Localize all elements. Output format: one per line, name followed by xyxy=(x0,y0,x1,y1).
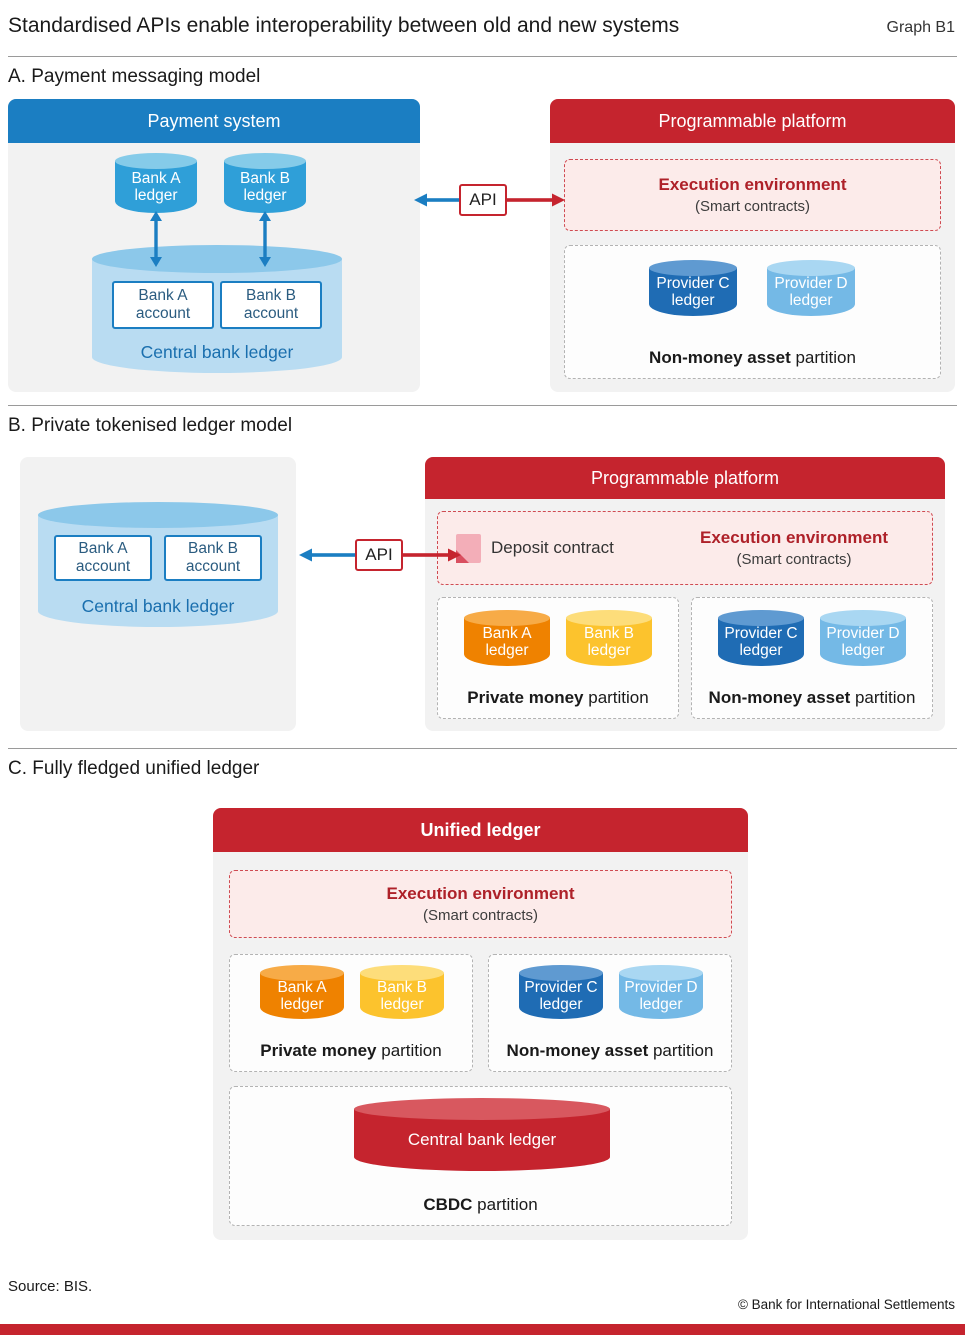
bank-a-ledger-label: Bank A ledger xyxy=(277,978,327,1013)
bank-b-ledger-cylinder: Bank B ledger xyxy=(360,965,444,1019)
api-arrow-right-icon xyxy=(403,548,461,562)
bank-b-ledger-label: Bank B ledger xyxy=(584,624,634,659)
private-money-partition-box: Bank A ledger Bank B ledger Private mone… xyxy=(229,954,473,1072)
smart-contracts-label: (Smart contracts) xyxy=(422,907,539,924)
bank-b-ledger-cylinder: Bank B ledger xyxy=(566,610,652,666)
partition-label: Non-money asset partition xyxy=(489,1041,731,1061)
bank-a-ledger-label: Bank A ledger xyxy=(482,624,532,659)
bank-b-account-box: Bank B account xyxy=(220,281,322,329)
execution-environment-title: Execution environment xyxy=(700,528,888,547)
programmable-platform-panel: Programmable platform Execution environm… xyxy=(550,99,955,392)
partition-label-rest: partition xyxy=(648,1041,714,1060)
api-arrow-left-icon xyxy=(414,193,460,207)
central-bank-ledger-label: Central bank ledger xyxy=(407,1130,557,1150)
partition-label: Non-money asset partition xyxy=(692,688,932,708)
source-note: Source: BIS. xyxy=(8,1278,93,1295)
partition-label: Private money partition xyxy=(438,688,678,708)
bank-a-ledger-cylinder: Bank A ledger xyxy=(260,965,344,1019)
divider xyxy=(8,56,957,57)
non-money-partition-box: Provider C ledger Provider D ledger Non-… xyxy=(691,597,933,719)
partition-label-rest: partition xyxy=(376,1041,442,1060)
smart-contracts-label: (Smart contracts) xyxy=(694,198,811,215)
central-bank-panel: Bank A account Bank B account Central ba… xyxy=(20,457,296,731)
programmable-platform-header: Programmable platform xyxy=(550,99,955,143)
deposit-contract-icon xyxy=(456,533,481,563)
execution-environment-box: Deposit contract Execution environment (… xyxy=(437,511,933,585)
provider-c-ledger-cylinder: Provider C ledger xyxy=(718,610,804,666)
central-bank-ledger-label: Central bank ledger xyxy=(140,342,294,362)
provider-c-ledger-label: Provider C ledger xyxy=(656,274,730,309)
partition-label: Non-money asset partition xyxy=(565,348,940,368)
partition-label: CBDC partition xyxy=(230,1195,731,1215)
programmable-platform-header: Programmable platform xyxy=(425,457,945,499)
execution-environment-title: Execution environment xyxy=(386,884,575,903)
payment-system-panel: Payment system Bank A ledger Bank B ledg… xyxy=(8,99,420,392)
provider-c-ledger-label: Provider C ledger xyxy=(724,624,798,659)
programmable-platform-panel: Programmable platform Deposit contract E… xyxy=(425,457,945,731)
partition-label-bold: Non-money asset xyxy=(506,1041,649,1060)
partition-label-bold: Private money xyxy=(260,1041,377,1060)
smart-contracts-label: (Smart contracts) xyxy=(736,551,852,568)
provider-d-ledger-label: Provider D ledger xyxy=(624,978,698,1013)
bank-a-account-box: Bank A account xyxy=(112,281,214,329)
central-bank-ledger-cylinder: Bank A account Bank B account Central ba… xyxy=(92,245,342,373)
central-bank-ledger-cylinder: Central bank ledger xyxy=(354,1098,610,1171)
bank-b-ledger-label: Bank B ledger xyxy=(240,169,290,204)
partition-label-rest: partition xyxy=(472,1195,538,1214)
section-a-title: A. Payment messaging model xyxy=(8,66,261,87)
deposit-contract-label: Deposit contract xyxy=(491,538,614,557)
payment-system-header: Payment system xyxy=(8,99,420,143)
api-arrow-right-icon xyxy=(507,193,565,207)
partition-label-bold: Private money xyxy=(467,688,584,707)
partition-label-rest: partition xyxy=(583,688,649,707)
execution-environment-title: Execution environment xyxy=(658,175,847,194)
unified-ledger-header: Unified ledger xyxy=(213,808,748,852)
bottom-accent-bar xyxy=(0,1324,965,1335)
bank-a-account-box: Bank A account xyxy=(54,535,152,581)
bank-b-ledger-label: Bank B ledger xyxy=(377,978,427,1013)
copyright-note: © Bank for International Settlements xyxy=(737,1297,955,1312)
bank-b-account-box: Bank B account xyxy=(164,535,262,581)
partition-label-bold: CBDC xyxy=(423,1195,473,1214)
partition-label-bold: Non-money asset xyxy=(708,688,851,707)
provider-d-ledger-cylinder: Provider D ledger xyxy=(619,965,703,1019)
divider xyxy=(8,405,957,406)
non-money-partition-box: Provider C ledger Provider D ledger Non-… xyxy=(564,245,941,379)
double-arrow-icon xyxy=(259,211,271,267)
cbdc-partition-box: Central bank ledger CBDC partition xyxy=(229,1086,732,1226)
divider xyxy=(8,748,957,749)
private-money-partition-box: Bank A ledger Bank B ledger Private mone… xyxy=(437,597,679,719)
partition-label-bold: Non-money asset xyxy=(649,348,791,367)
double-arrow-icon xyxy=(150,211,162,267)
provider-d-ledger-label: Provider D ledger xyxy=(774,274,848,309)
execution-environment-box: Execution environment (Smart contracts) xyxy=(229,870,732,938)
central-bank-ledger-label: Central bank ledger xyxy=(81,596,235,616)
bank-a-ledger-label: Bank A ledger xyxy=(131,169,181,204)
api-box: API xyxy=(459,184,507,216)
section-c-title: C. Fully fledged unified ledger xyxy=(8,758,260,779)
bank-b-ledger-cylinder: Bank B ledger xyxy=(224,153,306,213)
execution-environment-text: Execution environment (Smart contracts) xyxy=(700,528,914,568)
api-box: API xyxy=(355,539,403,571)
bank-a-ledger-cylinder: Bank A ledger xyxy=(464,610,550,666)
partition-label-rest: partition xyxy=(790,348,856,367)
page-title: Standardised APIs enable interoperabilit… xyxy=(8,14,680,37)
provider-d-ledger-cylinder: Provider D ledger xyxy=(767,260,855,316)
non-money-partition-box: Provider C ledger Provider D ledger Non-… xyxy=(488,954,732,1072)
bank-a-ledger-cylinder: Bank A ledger xyxy=(115,153,197,213)
provider-d-ledger-label: Provider D ledger xyxy=(826,624,900,659)
provider-d-ledger-cylinder: Provider D ledger xyxy=(820,610,906,666)
graph-label: Graph B1 xyxy=(886,19,955,36)
partition-label: Private money partition xyxy=(230,1041,472,1061)
api-arrow-left-icon xyxy=(299,548,355,562)
central-bank-ledger-cylinder: Bank A account Bank B account Central ba… xyxy=(38,502,278,627)
provider-c-ledger-label: Provider C ledger xyxy=(524,978,598,1013)
unified-ledger-panel: Unified ledger Execution environment (Sm… xyxy=(213,808,748,1240)
provider-c-ledger-cylinder: Provider C ledger xyxy=(649,260,737,316)
execution-environment-box: Execution environment (Smart contracts) xyxy=(564,159,941,231)
partition-label-rest: partition xyxy=(850,688,916,707)
provider-c-ledger-cylinder: Provider C ledger xyxy=(519,965,603,1019)
section-b-title: B. Private tokenised ledger model xyxy=(8,415,293,436)
